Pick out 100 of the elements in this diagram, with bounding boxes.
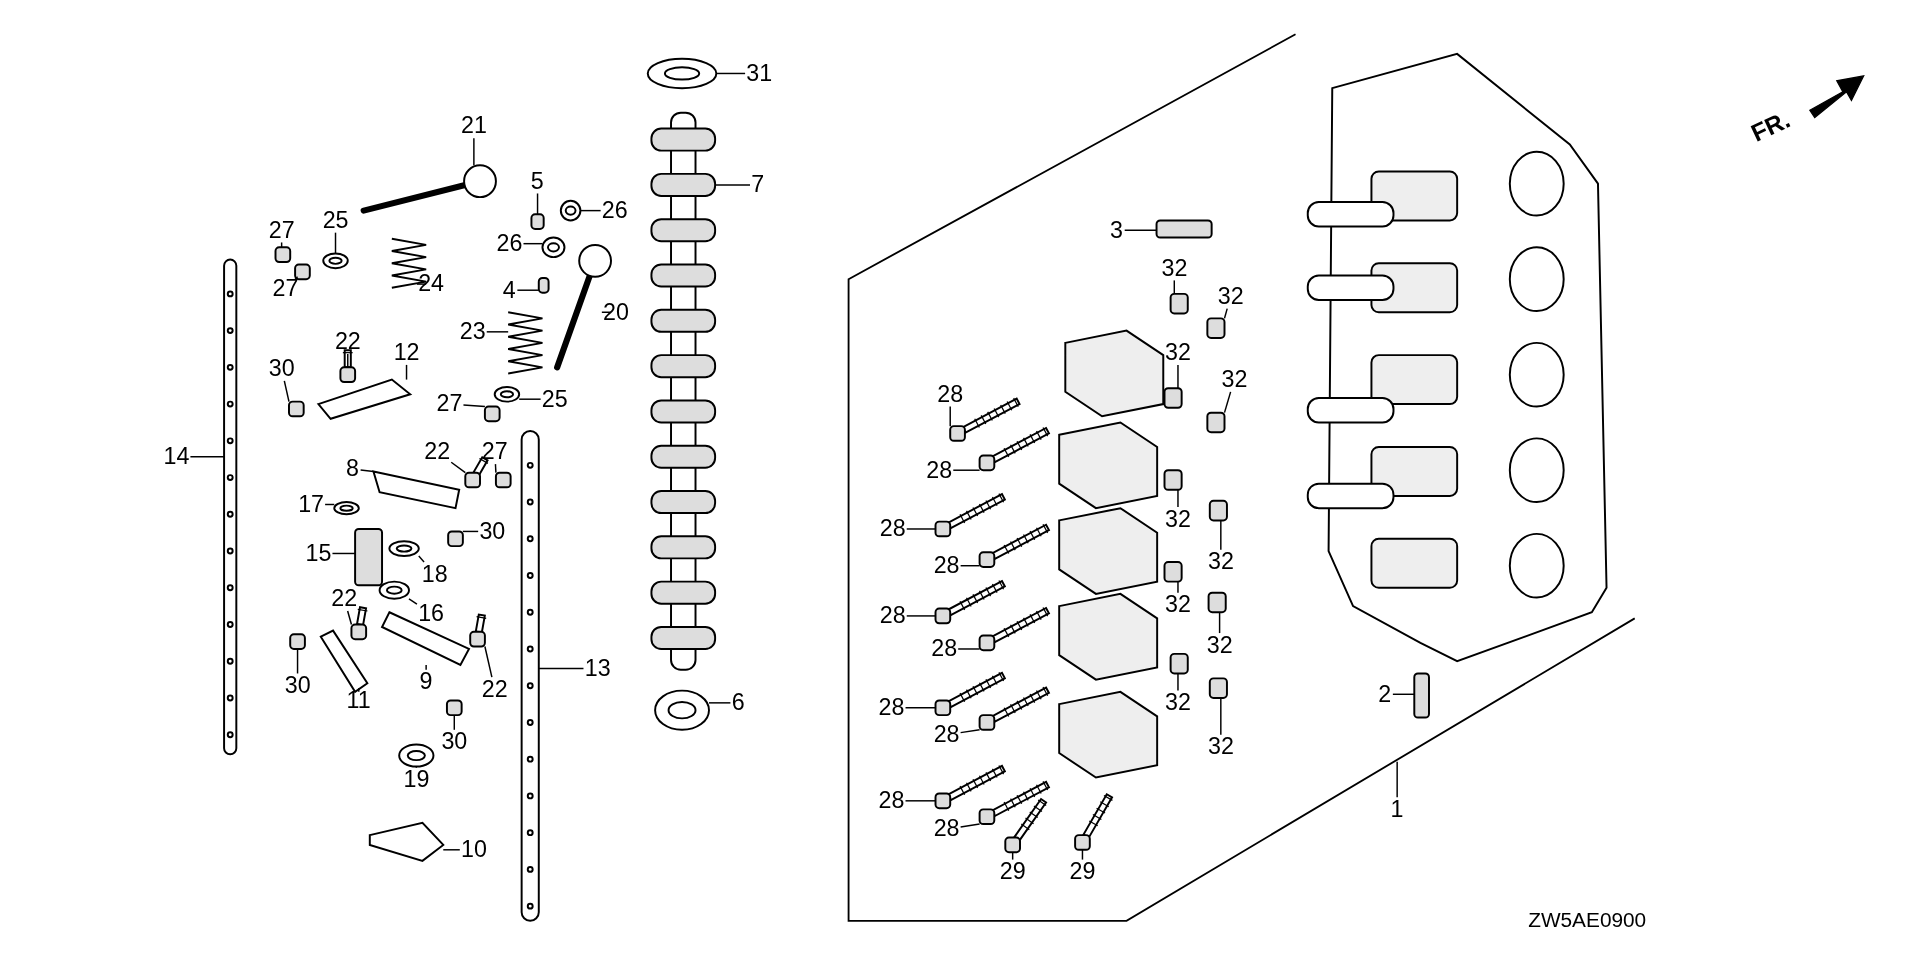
leader-line: [522, 242, 544, 245]
leader-line: [1177, 672, 1179, 692]
pin-drawing: [530, 213, 545, 230]
leader-line: [536, 192, 539, 216]
callout-number: 28: [877, 788, 906, 814]
washer-drawing: [333, 501, 360, 516]
leader-line: [538, 667, 585, 670]
callout-number: 25: [321, 208, 350, 233]
nut-drawing: [483, 405, 501, 423]
leader-line: [334, 231, 337, 255]
nut-drawing: [294, 263, 311, 281]
leader-line: [1177, 364, 1179, 389]
leader-line: [518, 398, 542, 400]
washer-drawing: [654, 689, 710, 731]
bolt-drawing: [978, 523, 1051, 568]
callout-number: 18: [420, 562, 449, 587]
leader-line: [715, 72, 746, 75]
washer-drawing: [493, 385, 521, 403]
callout-number: 32: [1163, 690, 1193, 716]
callout-number: 32: [1220, 367, 1249, 392]
leader-line: [346, 610, 353, 626]
callout-number: 28: [936, 382, 965, 407]
leader-line: [425, 664, 427, 671]
leader-line: [324, 503, 336, 506]
callout-number: 32: [1163, 592, 1193, 618]
leader-line: [1396, 760, 1398, 798]
leader-line: [462, 404, 486, 408]
bolt-drawing: [934, 492, 1007, 538]
nut-drawing: [288, 400, 305, 418]
callout-number: 1: [1389, 797, 1405, 822]
leader-line: [904, 707, 937, 709]
leader-line: [450, 461, 467, 474]
callout-number: 32: [1206, 549, 1236, 575]
bolt-drawing: [978, 606, 1051, 652]
leader-line: [358, 687, 360, 693]
leader-line: [1081, 849, 1084, 861]
callout-number: 30: [283, 673, 312, 698]
leader-line: [408, 598, 418, 605]
washer-drawing: [388, 540, 420, 557]
callout-number: 22: [423, 439, 452, 465]
callout-number: 10: [459, 837, 489, 863]
leader-line: [1011, 851, 1014, 861]
leader-line: [579, 209, 602, 212]
leader-line: [1223, 307, 1228, 320]
leader-line: [1177, 489, 1179, 508]
callout-number: 22: [480, 677, 509, 702]
nut-drawing: [494, 471, 512, 489]
callout-number: 28: [878, 603, 907, 629]
callout-number: 8: [344, 456, 361, 482]
callout-number: 11: [345, 688, 372, 713]
callout-number: 3: [1108, 217, 1125, 243]
leader-line: [957, 648, 981, 650]
leader-line: [1223, 391, 1232, 414]
callout-number: 12: [392, 340, 421, 365]
callout-number: 28: [932, 816, 961, 842]
callout-number: 30: [440, 729, 469, 755]
callout-number: 4: [501, 277, 517, 303]
callout-number: 9: [418, 669, 434, 695]
leader-line: [959, 565, 981, 567]
spring-drawing: [507, 311, 544, 375]
nut-drawing: [274, 246, 292, 264]
callout-number: 29: [1068, 859, 1097, 885]
callout-number: 28: [878, 516, 907, 542]
callout-number: 26: [600, 198, 629, 223]
leader-line: [442, 849, 461, 851]
leader-line: [280, 241, 283, 249]
nut-drawing: [445, 699, 463, 717]
callout-number: 30: [267, 356, 296, 381]
bolt-drawing: [934, 764, 1007, 810]
leader-line: [904, 800, 937, 802]
leader-line: [462, 530, 479, 533]
leader-line: [331, 552, 356, 555]
washer-drawing: [541, 236, 566, 259]
leader-line: [1177, 580, 1179, 594]
callout-number: 32: [1163, 340, 1193, 365]
leader-line: [189, 456, 225, 458]
leader-line: [1220, 697, 1222, 736]
callout-number: 6: [730, 690, 746, 716]
leader-line: [359, 469, 375, 473]
diagram-code: ZW5AE0900: [1528, 908, 1647, 934]
callout-number: 32: [1163, 506, 1193, 532]
callout-number: 28: [877, 695, 906, 720]
callout-number: 32: [1206, 734, 1236, 760]
leader-line: [347, 353, 349, 369]
nut-drawing: [289, 633, 306, 650]
leader-line: [405, 364, 408, 381]
callout-number: 27: [271, 276, 300, 302]
leader-line: [1218, 611, 1221, 634]
rocker-arm-drawing: [316, 378, 413, 420]
leader-line: [486, 331, 509, 333]
leader-line: [906, 615, 937, 617]
shaft-drawing: [223, 258, 238, 756]
callout-number: 22: [333, 329, 362, 354]
leader-line: [283, 380, 290, 403]
valve-drawing: [360, 164, 497, 214]
leader-line: [1123, 229, 1158, 231]
callout-number: 21: [459, 113, 489, 139]
leader-line: [959, 729, 981, 734]
callout-number: 24: [416, 271, 446, 297]
leader-line: [494, 463, 497, 474]
